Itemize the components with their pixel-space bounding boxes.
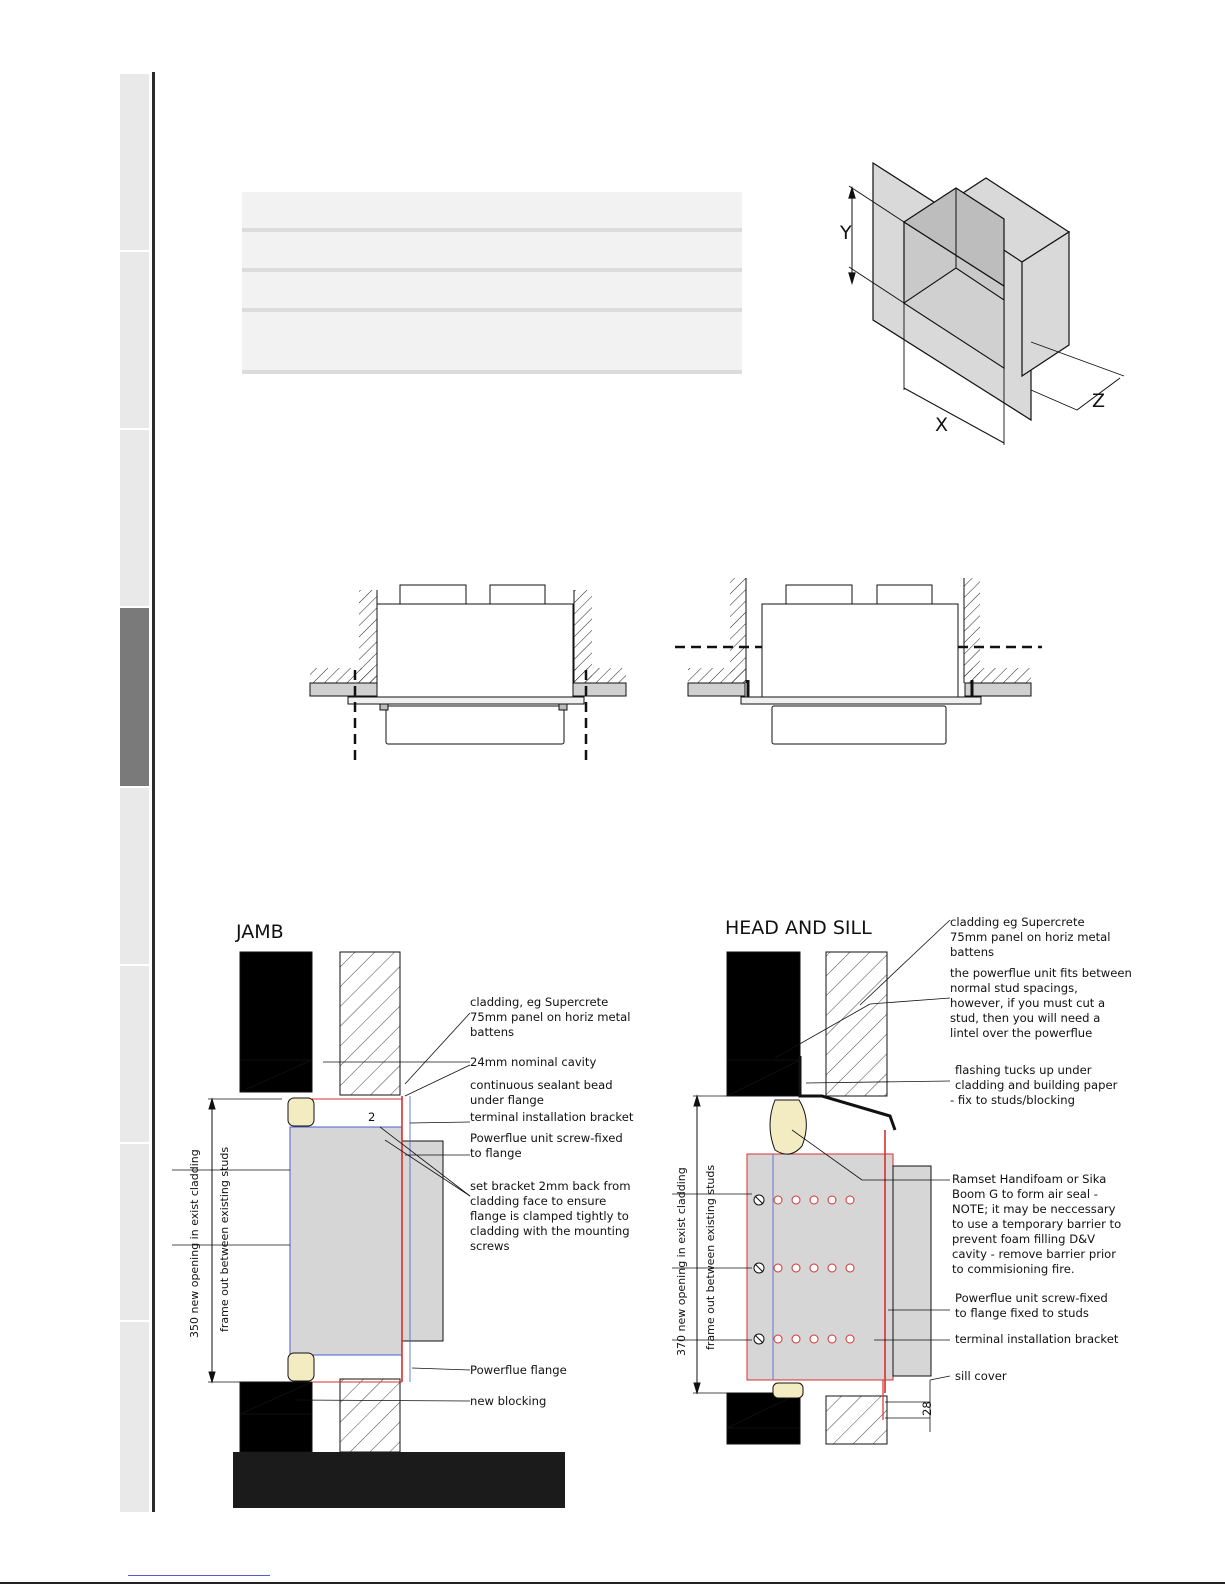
- callout-text: under flange: [470, 1093, 544, 1107]
- callout-text: - fix to studs/blocking: [950, 1093, 1075, 1107]
- callout-text: flashing tucks up under: [955, 1063, 1092, 1077]
- side-tab-3[interactable]: [120, 428, 149, 606]
- side-tab-6[interactable]: [120, 964, 149, 1142]
- callout-text: terminal installation bracket: [470, 1110, 634, 1124]
- side-tab-7[interactable]: [120, 1142, 149, 1320]
- head-sill-dim-small: 28: [920, 1401, 934, 1416]
- callout-text: lintel over the powerflue: [950, 1026, 1092, 1040]
- table-row: [242, 192, 742, 232]
- callout-text: the powerflue unit fits between: [950, 966, 1132, 980]
- callout-text: 75mm panel on horiz metal: [470, 1010, 631, 1024]
- callout-text: to commisioning fire.: [952, 1262, 1075, 1276]
- callout-text: continuous sealant bead: [470, 1078, 613, 1092]
- jamb-dim-main: 350 new opening in exist cladding: [188, 1149, 201, 1338]
- side-tab-5[interactable]: [120, 786, 149, 964]
- callout-text: however, if you must cut a: [950, 996, 1105, 1010]
- callout-text: Boom G to form air seal -: [952, 1187, 1098, 1201]
- dimension-label-z: Z: [1092, 390, 1105, 412]
- callout-text: to use a temporary barrier to: [952, 1217, 1121, 1231]
- callout-text: set bracket 2mm back from: [470, 1179, 631, 1193]
- jamb-callouts: cladding, eg Supercrete 75mm panel on ho…: [470, 995, 634, 1408]
- callout-text: stud, then you will need a: [950, 1011, 1100, 1025]
- dimension-label-y: Y: [839, 222, 852, 244]
- callout-text: Ramset Handifoam or Sika: [952, 1172, 1106, 1186]
- callout-text: Powerflue unit screw-fixed: [470, 1131, 623, 1145]
- callout-text: normal stud spacings,: [950, 981, 1078, 995]
- jamb-dim-sub: frame out between existing studs: [218, 1147, 231, 1332]
- jamb-dim-small: 2: [368, 1110, 375, 1124]
- table-row: [242, 232, 742, 272]
- callout-text: 24mm nominal cavity: [470, 1055, 596, 1069]
- footer-link-underline[interactable]: [128, 1575, 270, 1576]
- table-row: [242, 272, 742, 312]
- jamb-section: [172, 951, 471, 1453]
- callout-text: screws: [470, 1239, 510, 1253]
- plan-view-stud-fixing: [675, 578, 1042, 745]
- callout-text: cavity - remove barrier prior: [952, 1247, 1116, 1261]
- head-and-sill-section: [672, 919, 951, 1445]
- dimension-label-x: X: [935, 414, 948, 436]
- head-sill-callouts: cladding eg Supercrete 75mm panel on hor…: [950, 915, 1132, 1383]
- callout-text: to flange: [470, 1146, 522, 1160]
- callout-text: to flange fixed to studs: [955, 1306, 1089, 1320]
- head-sill-dim-sub: frame out between existing studs: [704, 1165, 717, 1350]
- callout-text: new blocking: [470, 1394, 546, 1408]
- side-tab-4-active[interactable]: [120, 606, 149, 786]
- side-tab-strip: [120, 72, 155, 1512]
- callout-text: cladding and building paper: [955, 1078, 1118, 1092]
- side-tab-2[interactable]: [120, 250, 149, 428]
- callout-text: 75mm panel on horiz metal: [950, 930, 1111, 944]
- callout-text: battens: [950, 945, 994, 959]
- screw-heads: [753, 1194, 765, 1345]
- jamb-title: JAMB: [235, 921, 284, 943]
- opening-3d-figure: [848, 161, 1125, 445]
- callout-text: cladding with the mounting: [470, 1224, 630, 1238]
- callout-text: terminal installation bracket: [955, 1332, 1119, 1346]
- head-sill-title: HEAD AND SILL: [725, 917, 872, 939]
- plan-view-flange-fixing: [309, 584, 627, 760]
- page-bottom-rule: [0, 1582, 1225, 1584]
- callout-text: cladding, eg Supercrete: [470, 995, 608, 1009]
- fixing-holes: [773, 1195, 855, 1344]
- head-sill-dim-main: 370 new opening in exist cladding: [675, 1167, 688, 1356]
- side-tab-1[interactable]: [120, 72, 149, 250]
- callout-text: prevent foam filling D&V: [952, 1232, 1095, 1246]
- dimension-table: [242, 192, 742, 374]
- callout-text: flange is clamped tightly to: [470, 1209, 629, 1223]
- black-caption-box: [233, 1452, 565, 1508]
- side-tab-8[interactable]: [120, 1320, 149, 1512]
- callout-text: cladding face to ensure: [470, 1194, 606, 1208]
- callout-text: Powerflue flange: [470, 1363, 567, 1377]
- table-row: [242, 312, 742, 374]
- callout-text: battens: [470, 1025, 514, 1039]
- callout-text: Powerflue unit screw-fixed: [955, 1291, 1108, 1305]
- callout-text: cladding eg Supercrete: [950, 915, 1085, 929]
- callout-text: NOTE; it may be neccessary: [952, 1202, 1116, 1216]
- callout-text: sill cover: [955, 1369, 1007, 1383]
